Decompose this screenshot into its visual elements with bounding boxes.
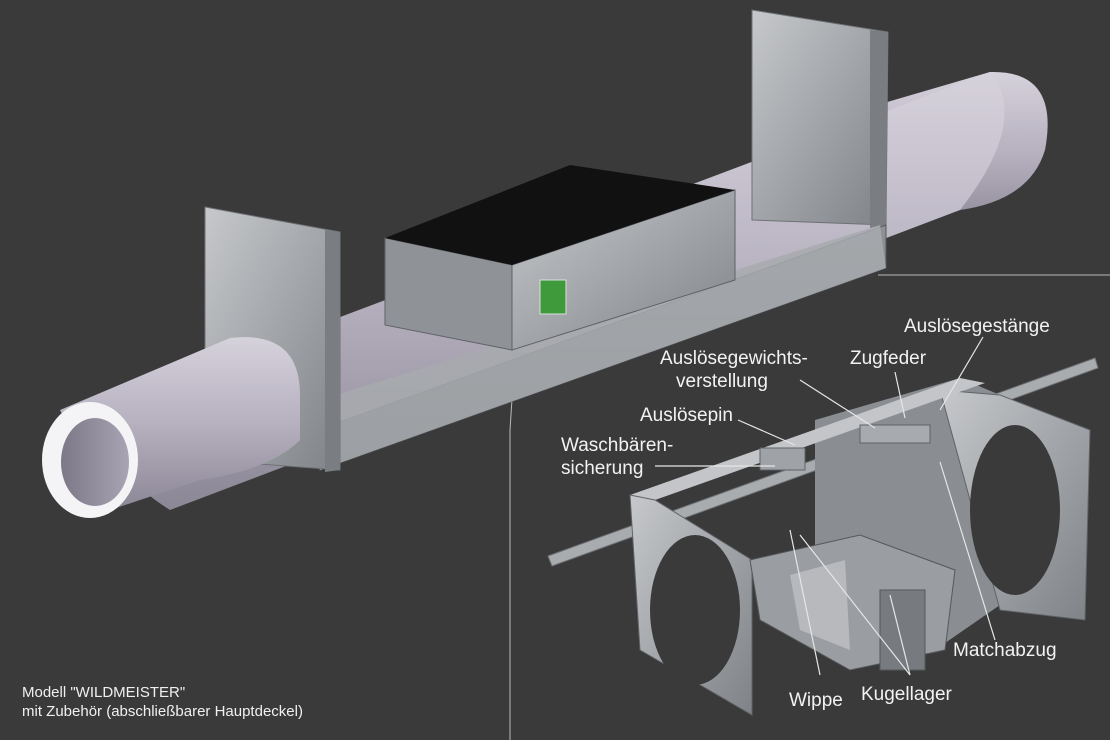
label-waschbaerensicherung-2: sicherung <box>561 458 644 479</box>
black-lid <box>385 165 735 265</box>
caption: Modell "WILDMEISTER" mit Zubehör (abschl… <box>22 683 303 721</box>
caption-model: Modell "WILDMEISTER" <box>22 684 186 701</box>
label-zugfeder: Zugfeder <box>850 348 927 369</box>
label-ausloesegestaenge: Auslösegestänge <box>904 316 1050 337</box>
label-waschbaerensicherung-1: Waschbären- <box>561 435 674 456</box>
label-ausloesegewichtsverstellung-1: Auslösegewichts- <box>660 348 808 369</box>
label-matchabzug: Matchabzug <box>953 640 1057 661</box>
label-wippe: Wippe <box>789 690 843 711</box>
leader-lines <box>655 336 996 676</box>
end-plate-right <box>751 9 889 226</box>
trap-mechanism-view <box>547 357 1099 716</box>
label-ausloesegewichtsverstellung-2: verstellung <box>676 371 768 392</box>
warning-badge <box>539 279 567 315</box>
caption-accessory: mit Zubehör (abschließbarer Hauptdeckel) <box>22 703 303 720</box>
label-kugellager: Kugellager <box>861 684 952 705</box>
trap-main-view <box>42 9 1048 518</box>
label-ausloesepin: Auslösepin <box>640 405 733 426</box>
